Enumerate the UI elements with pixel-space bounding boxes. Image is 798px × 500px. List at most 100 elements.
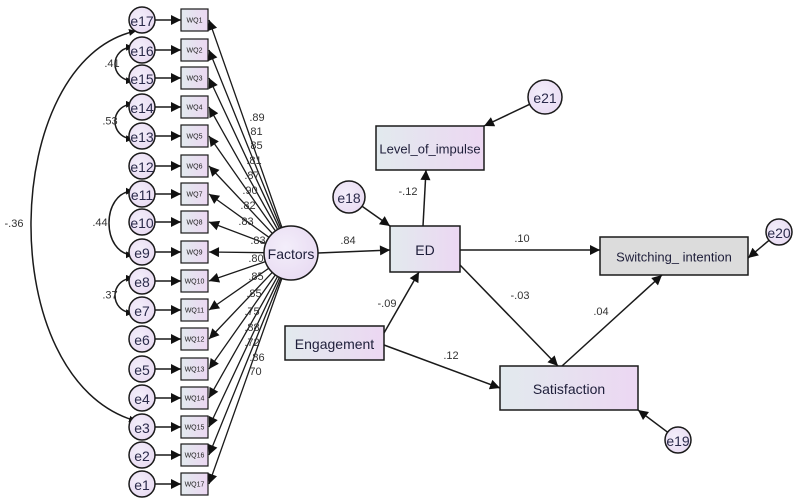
structural-path-arrow [383,271,420,334]
path-coefficient-label: -.09 [378,298,397,310]
level-of-impulse-box [375,125,485,171]
loading-label: .83 [250,235,265,247]
structural-path-arrow [561,274,663,367]
indicator-label: WQ11 [185,308,204,315]
error-term-circle [128,325,156,353]
error-term-label: e4 [134,391,150,407]
indicator-label: WQ6 [187,164,203,171]
labels-layer: .89.81.85.81.87.90.82.83.83.80.85.85.75.… [5,58,609,378]
factor-loading-arrow [208,49,283,231]
structural-error-label: e19 [666,433,690,449]
loading-label: .88 [244,322,259,334]
factor-loading-arrow [208,165,275,236]
factor-loading-arrow [208,266,272,311]
indicator-label: WQ9 [187,250,203,257]
error-term-label: e6 [134,332,150,348]
structural-error-circle [527,79,563,115]
covariance-curve [114,274,134,317]
factor-loading-arrow [207,19,284,231]
covariance-label: .44 [92,217,107,229]
engagement-label: Engagement [295,336,375,352]
indicator-label: WQ16 [185,453,205,460]
structural-error-circle [332,180,366,214]
error-term-label: e15 [130,71,154,87]
error-term-label: e9 [134,245,150,261]
indicator-box [180,415,209,439]
structural-error-circle [664,426,692,454]
error-term-circle [128,296,156,324]
error-term-circle [128,208,156,236]
error-term-label: e16 [130,43,154,59]
indicator-label: WQ2 [187,48,203,55]
structural-path-arrow [459,264,559,367]
error-term-circle [128,152,156,180]
error-arrow [361,205,391,227]
indicator-box [180,8,209,32]
indicator-label: WQ8 [187,220,203,227]
error-term-label: e7 [134,303,150,319]
error-term-label: e8 [134,274,150,290]
structural-path-arrow [383,344,501,390]
indicator-label: WQ14 [185,396,205,403]
path-coefficient-label: -.03 [511,290,530,302]
error-term-circle [128,64,156,92]
factor-loading-arrow [208,272,278,370]
structural-error-label: e21 [533,90,557,106]
indicator-box [180,357,209,381]
loading-label: .81 [247,126,262,138]
error-term-label: e2 [134,448,150,464]
error-term-circle [128,413,156,441]
covariance-curve [114,100,134,143]
edges-layer [30,15,770,489]
indicator-label: WQ13 [185,367,205,374]
structural-error-circle [765,218,793,246]
indicator-box [180,154,209,178]
loading-label: .82 [240,200,255,212]
covariance-label: .53 [102,116,117,128]
level-of-impulse-label: Level_of_impulse [379,142,480,157]
indicator-label: WQ12 [185,337,205,344]
error-term-circle [128,384,156,412]
loading-label: .90 [242,185,257,197]
indicator-box [180,95,209,119]
error-term-circle [128,6,156,34]
indicator-label: WQ15 [185,425,205,432]
loading-label: .86 [249,352,264,364]
switching-intention-box [599,236,749,276]
error-term-circle [128,355,156,383]
indicator-label: WQ3 [187,76,203,83]
factor-loading-arrow [208,220,269,246]
path-coefficient-label: .10 [514,233,529,245]
factor-loading-arrow [208,247,267,258]
covariance-curve [108,187,134,259]
indicator-box [180,443,209,467]
indicator-box [180,66,209,90]
covariance-curve [30,29,137,423]
factor-loading-arrow [208,270,275,340]
error-term-circle [128,36,156,64]
loading-label: .89 [249,112,264,124]
factor-loading-arrow [208,273,280,399]
latent-factor-circle [263,225,319,281]
factor-loading-arrow [208,135,278,234]
covariance-label: -.36 [5,218,24,230]
error-term-label: e13 [130,129,154,145]
error-term-label: e3 [134,420,150,436]
loading-label: .80 [248,253,263,265]
covariance-curve [114,43,134,85]
path-coefficient-label: .12 [443,350,458,362]
latent-factor-label: Factors [268,246,315,262]
indicator-box [180,327,209,351]
error-term-label: e10 [130,215,154,231]
error-term-label: e5 [134,362,150,378]
covariance-label: .37 [102,290,117,302]
error-term-circle [128,180,156,208]
error-arrow [483,103,530,127]
satisfaction-box [499,365,639,411]
indicator-label: WQ10 [185,279,205,286]
structural-path-arrow [420,169,431,227]
path-coefficient-label: .04 [593,306,608,318]
indicator-label: WQ7 [187,192,203,199]
